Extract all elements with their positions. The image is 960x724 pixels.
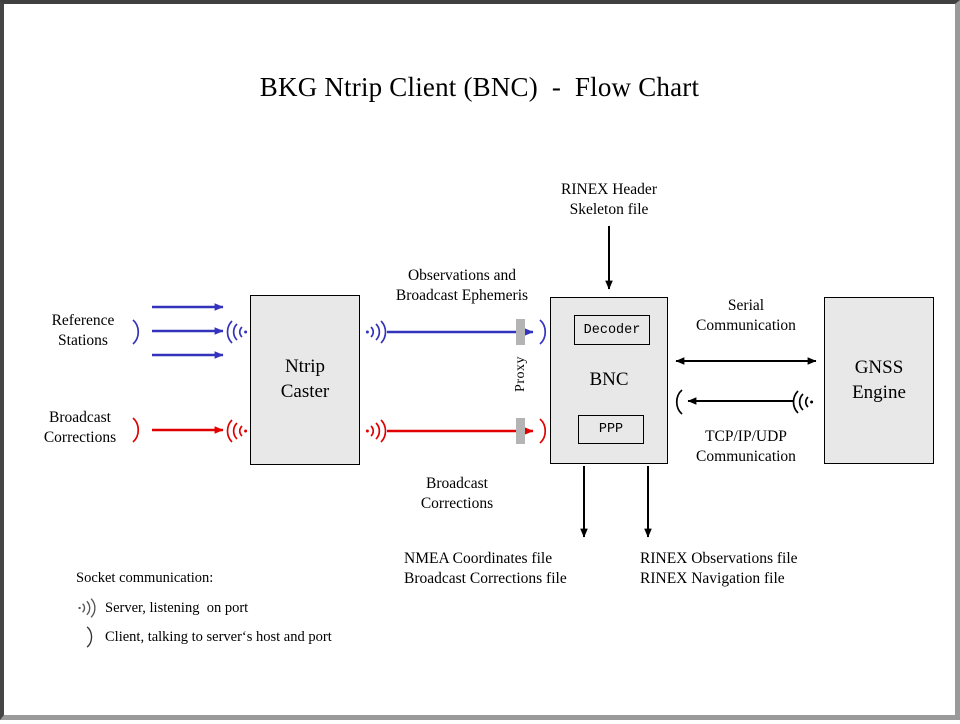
legend: Socket communication: Server, listening … xyxy=(76,570,332,648)
label-reference-stations: Reference Stations xyxy=(51,312,115,349)
legend-item-client-label: Client, talking to server‘s host and por… xyxy=(105,628,332,645)
legend-item-server-label: Server, listening on port xyxy=(105,599,249,616)
diagram-canvas: BKG Ntrip Client (BNC) - Flow Chart xyxy=(4,4,955,715)
client-paren-icon xyxy=(672,389,684,415)
server-antenna-icon xyxy=(76,597,98,619)
server-antenna-icon xyxy=(226,319,248,345)
server-antenna-icon xyxy=(792,389,814,415)
proxy-label: Proxy xyxy=(513,356,528,392)
client-paren-icon xyxy=(76,626,98,648)
label-serial-communication: Serial Communication xyxy=(696,297,796,334)
proxy-bar-bottom xyxy=(516,418,525,444)
node-decoder[interactable]: Decoder xyxy=(574,315,650,345)
node-ntrip-caster-label: Ntrip Caster xyxy=(280,356,330,402)
connector-layer xyxy=(152,226,817,538)
proxy-bar-top xyxy=(516,319,525,345)
node-ppp[interactable]: PPP xyxy=(578,415,644,444)
server-antenna-icon xyxy=(365,319,387,345)
node-bnc-label: BNC xyxy=(589,369,629,391)
label-output-left: NMEA Coordinates file Broadcast Correcti… xyxy=(404,550,567,587)
client-paren-icon xyxy=(131,319,143,345)
edge-reference-stations xyxy=(152,303,224,359)
client-paren-icon xyxy=(538,418,550,444)
node-bnc[interactable]: BNC Decoder PPP xyxy=(550,297,668,464)
node-ntrip-caster[interactable]: Ntrip Caster xyxy=(250,295,360,465)
label-broadcast-corrections: Broadcast Corrections xyxy=(420,475,494,512)
label-broadcast-corrections-source: Broadcast Corrections xyxy=(43,409,117,446)
label-observations-ephemeris: Observations and Broadcast Ephemeris xyxy=(395,267,529,304)
legend-title: Socket communication: xyxy=(76,570,214,586)
label-output-right: RINEX Observations file RINEX Navigation… xyxy=(640,550,798,587)
node-gnss-engine-label: GNSS Engine xyxy=(852,356,906,403)
legend-item-server: Server, listening on port xyxy=(76,597,332,619)
node-gnss-engine[interactable]: GNSS Engine xyxy=(824,297,934,464)
label-tcpip-communication: TCP/IP/UDP Communication xyxy=(696,428,796,465)
page-title: BKG Ntrip Client (BNC) - Flow Chart xyxy=(259,72,700,102)
client-paren-icon xyxy=(131,417,143,443)
client-paren-icon xyxy=(538,319,550,345)
server-antenna-icon xyxy=(365,418,387,444)
label-rinex-header-skeleton: RINEX Header Skeleton file xyxy=(561,181,657,218)
server-antenna-icon xyxy=(226,418,248,444)
legend-item-client: Client, talking to server‘s host and por… xyxy=(76,626,332,648)
